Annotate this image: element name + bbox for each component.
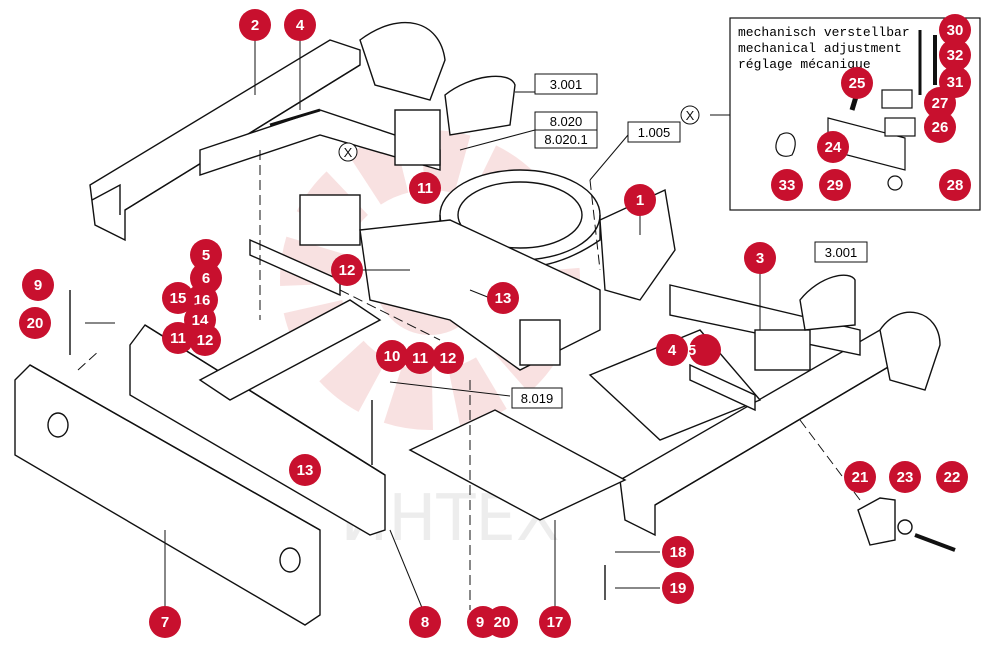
svg-text:3: 3 xyxy=(756,250,764,267)
callout-26: 26 xyxy=(924,111,956,143)
callout-24: 24 xyxy=(817,131,849,163)
callout-20-left: 20 xyxy=(19,307,51,339)
callout-25: 25 xyxy=(841,67,873,99)
svg-text:26: 26 xyxy=(932,119,949,136)
svg-text:22: 22 xyxy=(944,469,961,486)
svg-text:18: 18 xyxy=(670,544,687,561)
callout-15: 15 xyxy=(162,282,194,314)
callout-13-top: 13 xyxy=(487,282,519,314)
svg-text:25: 25 xyxy=(849,75,866,92)
svg-text:11: 11 xyxy=(412,350,428,367)
callout-18: 18 xyxy=(662,536,694,568)
svg-text:19: 19 xyxy=(670,580,687,597)
detail-marker-x-inset xyxy=(680,105,700,125)
shield-plate-left xyxy=(444,75,516,136)
svg-text:9: 9 xyxy=(476,614,484,631)
ref-label-8019: 8.019 xyxy=(521,391,554,406)
svg-text:8: 8 xyxy=(421,614,429,631)
svg-text:X: X xyxy=(344,145,353,160)
svg-text:11: 11 xyxy=(170,330,186,347)
ref-label-1005: 1.005 xyxy=(638,125,671,140)
callout-11-center: 11 xyxy=(404,342,436,374)
svg-text:11: 11 xyxy=(417,180,433,197)
callout-8: 8 xyxy=(409,606,441,638)
track-arm-right xyxy=(879,311,941,391)
callout-3: 3 xyxy=(744,242,776,274)
svg-text:27: 27 xyxy=(932,95,949,112)
callout-10: 10 xyxy=(376,340,408,372)
callout-21: 21 xyxy=(844,461,876,493)
callout-11-left: 11 xyxy=(162,322,194,354)
svg-text:10: 10 xyxy=(384,348,401,365)
callout-11-top: 11 xyxy=(409,172,441,204)
svg-text:13: 13 xyxy=(297,462,314,479)
svg-text:32: 32 xyxy=(947,47,964,64)
svg-text:1: 1 xyxy=(636,192,644,209)
svg-text:17: 17 xyxy=(547,614,564,631)
svg-text:9: 9 xyxy=(34,277,42,294)
callout-4-right: 4 xyxy=(656,334,688,366)
svg-text:23: 23 xyxy=(897,469,914,486)
ref-label-3001-top: 3.001 xyxy=(550,77,583,92)
track-arm-left xyxy=(359,21,446,101)
svg-text:2: 2 xyxy=(251,17,259,34)
callout-20-bottom: 20 xyxy=(486,606,518,638)
callout-5-left: 5 xyxy=(190,239,222,271)
callout-27: 27 xyxy=(924,87,956,119)
svg-text:21: 21 xyxy=(852,469,869,486)
bottom-plate xyxy=(408,409,627,521)
svg-text:12: 12 xyxy=(339,262,356,279)
svg-text:15: 15 xyxy=(170,290,187,307)
svg-text:X: X xyxy=(686,108,695,123)
svg-text:30: 30 xyxy=(947,22,964,39)
svg-text:24: 24 xyxy=(825,139,842,156)
callout-23: 23 xyxy=(889,461,921,493)
ref-label-80201: 8.020.1 xyxy=(544,132,587,147)
inset-line-en: mechanical adjustment xyxy=(738,41,902,56)
callout-33: 33 xyxy=(771,169,803,201)
callout-4: 4 xyxy=(284,9,316,41)
inset-line-fr: réglage mécanique xyxy=(738,57,871,72)
svg-text:13: 13 xyxy=(495,290,512,307)
callout-30: 30 xyxy=(939,14,971,46)
svg-text:5: 5 xyxy=(688,342,696,359)
svg-text:4: 4 xyxy=(296,17,305,34)
svg-text:28: 28 xyxy=(947,177,964,194)
svg-text:4: 4 xyxy=(668,342,677,359)
callout-9-left: 9 xyxy=(22,269,54,301)
callout-2: 2 xyxy=(239,9,271,41)
line-drawing xyxy=(14,21,961,626)
svg-text:6: 6 xyxy=(202,270,210,287)
svg-text:5: 5 xyxy=(202,247,210,264)
callout-12-center: 12 xyxy=(432,342,464,374)
callout-13-bottom: 13 xyxy=(289,454,321,486)
callout-17: 17 xyxy=(539,606,571,638)
svg-text:20: 20 xyxy=(27,315,44,332)
svg-text:12: 12 xyxy=(440,350,457,367)
svg-text:31: 31 xyxy=(947,74,964,91)
inset-line-de: mechanisch verstellbar xyxy=(738,25,910,40)
callout-12-top: 12 xyxy=(331,254,363,286)
callout-28: 28 xyxy=(939,169,971,201)
svg-text:20: 20 xyxy=(494,614,511,631)
svg-text:7: 7 xyxy=(161,614,169,631)
shield-plate-right xyxy=(799,274,856,331)
callout-12-left: 12 xyxy=(189,324,221,356)
ref-label-8020: 8.020 xyxy=(550,114,583,129)
callout-22: 22 xyxy=(936,461,968,493)
callout-29: 29 xyxy=(819,169,851,201)
callout-19: 19 xyxy=(662,572,694,604)
callouts: 2 4 1 3 5 6 9 20 15 16 14 11 12 10 11 12… xyxy=(19,9,971,638)
ref-label-3001-right: 3.001 xyxy=(825,245,858,260)
ref-labels: 3.001 8.020 8.020.1 1.005 3.001 8.019 xyxy=(511,73,868,409)
callout-7: 7 xyxy=(149,606,181,638)
callout-5-right: 5 xyxy=(688,334,721,366)
svg-text:33: 33 xyxy=(779,177,796,194)
svg-text:12: 12 xyxy=(197,332,214,349)
callout-1: 1 xyxy=(624,184,656,216)
detail-marker-x-main: X xyxy=(338,142,358,162)
callout-32: 32 xyxy=(939,39,971,71)
svg-text:29: 29 xyxy=(827,177,844,194)
